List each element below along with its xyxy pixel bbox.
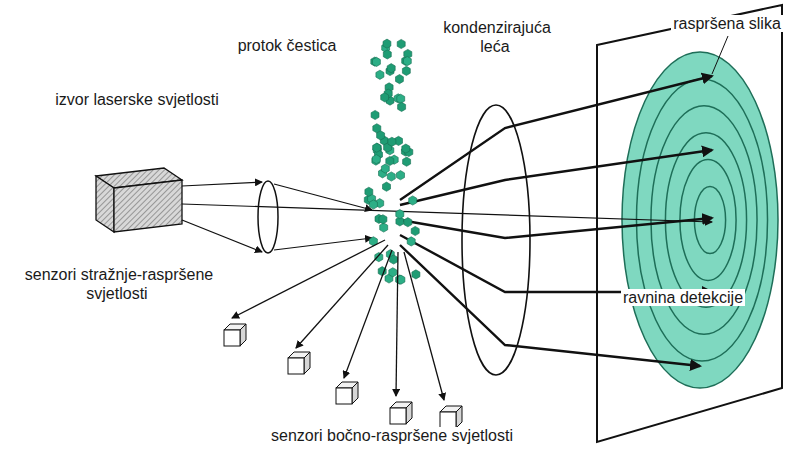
particle: [402, 66, 410, 75]
particle: [375, 253, 383, 262]
label-text: izvor laserske svjetlosti: [53, 91, 221, 108]
particle: [383, 182, 391, 191]
label-backscatter-sensors: senzori stražnje-raspršene svjetlosti: [8, 265, 228, 303]
label-text: senzori stražnje-raspršene svjetlosti: [23, 266, 214, 302]
particle: [390, 255, 398, 264]
particle-flow: [364, 39, 420, 284]
particle: [383, 39, 391, 48]
sensor-cubes: [224, 324, 462, 428]
particle: [373, 57, 381, 66]
particle: [376, 70, 384, 79]
particle: [396, 75, 404, 84]
label-text: raspršena slika: [671, 15, 783, 32]
particle: [396, 210, 404, 219]
particle: [404, 218, 412, 227]
particle: [381, 93, 389, 102]
particle: [387, 64, 395, 73]
label-sidescatter-sensors: senzori bočno-raspršene svjetlosti: [232, 426, 552, 445]
particle: [379, 215, 387, 224]
particle: [388, 137, 396, 146]
detection-plane: [597, 5, 782, 442]
sensor-cube: [440, 406, 462, 428]
particle: [373, 143, 381, 152]
particle: [412, 270, 420, 279]
label-text: ravnina detekcije: [621, 289, 745, 306]
particle: [397, 171, 405, 180]
sensor-cube: [224, 324, 246, 346]
condensing-lens: [462, 105, 530, 375]
laser-source: [96, 168, 182, 232]
label-text: kondenzirajuća leća: [441, 19, 551, 55]
particle: [365, 187, 373, 196]
particle: [370, 200, 378, 209]
label-particle-flow: protok čestica: [212, 36, 362, 55]
particle: [371, 110, 379, 119]
sensor-cube: [288, 352, 310, 374]
particle: [409, 196, 417, 205]
particle: [397, 94, 405, 103]
label-condensing-lens: kondenzirajuća leća: [441, 18, 551, 56]
label-text: senzori bočno-raspršene svjetlosti: [269, 427, 515, 444]
particle: [383, 50, 391, 59]
particle: [386, 156, 394, 165]
label-laser-source: izvor laserske svjetlosti: [17, 90, 257, 109]
particle: [403, 57, 411, 66]
side-scatter: [232, 240, 444, 400]
particle: [380, 223, 388, 232]
label-scattered-image: raspršena slika: [665, 14, 789, 33]
particle: [389, 268, 397, 277]
label-detection-plane: ravnina detekcije: [608, 288, 758, 307]
particle: [381, 164, 389, 173]
particle: [402, 144, 410, 153]
particle: [407, 237, 415, 246]
laser-beam: [182, 182, 712, 252]
particle: [372, 155, 380, 164]
leader-line: [712, 36, 728, 74]
particle: [398, 102, 406, 111]
sensor-cube: [336, 382, 358, 404]
particle: [377, 131, 385, 140]
particle: [387, 172, 395, 181]
focusing-lens: [258, 181, 278, 253]
sensor-cube: [390, 402, 412, 424]
particle: [397, 39, 405, 48]
scatter-ring: [665, 133, 746, 308]
particle: [403, 157, 411, 166]
particle: [411, 226, 419, 235]
label-text: protok čestica: [236, 37, 339, 54]
forward-scatter: [400, 76, 712, 366]
